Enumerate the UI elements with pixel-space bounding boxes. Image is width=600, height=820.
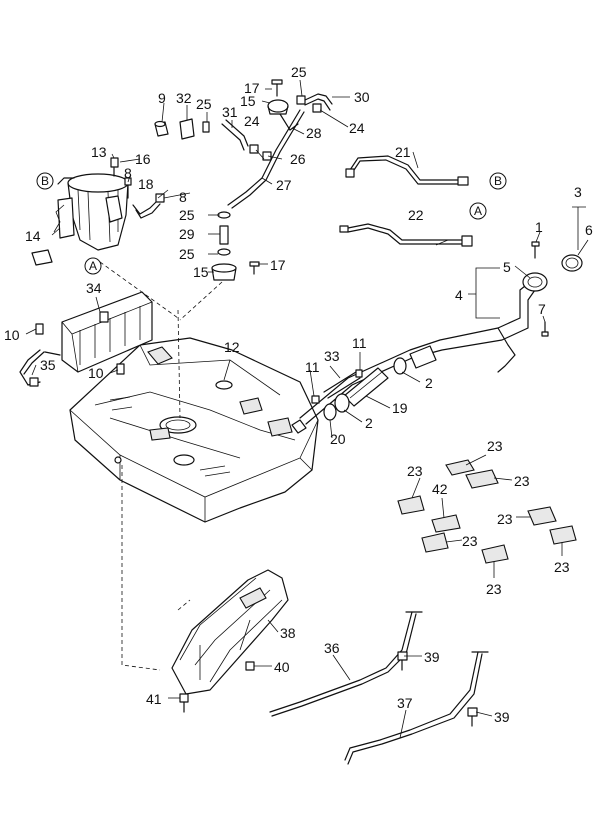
callout-3: 3 <box>574 184 582 200</box>
callout-42: 42 <box>432 481 448 497</box>
leader-lines <box>25 79 589 739</box>
reference-markers: B A B A <box>36 172 507 275</box>
callout-23: 23 <box>462 533 478 549</box>
ref-a-pump: A <box>84 257 102 275</box>
callout-10: 10 <box>88 365 104 381</box>
svg-text:B: B <box>41 174 49 188</box>
ref-a-hose: A <box>469 202 487 220</box>
tank-under-cover <box>171 569 289 713</box>
callout-24: 24 <box>349 120 365 136</box>
callout-12: 12 <box>224 339 240 355</box>
callout-15: 15 <box>193 264 209 280</box>
callout-2: 2 <box>365 415 373 431</box>
callout-26: 26 <box>290 151 306 167</box>
callout-25: 25 <box>291 64 307 80</box>
callout-19: 19 <box>392 400 408 416</box>
callout-2: 2 <box>425 375 433 391</box>
fuel-lines <box>339 155 473 247</box>
callout-23: 23 <box>407 463 423 479</box>
callout-22: 22 <box>408 207 424 223</box>
callout-11: 11 <box>352 335 367 351</box>
callout-18: 18 <box>138 176 154 192</box>
fuel-tank <box>69 337 319 523</box>
callout-31: 31 <box>222 104 238 120</box>
callout-23: 23 <box>514 473 530 489</box>
callout-21: 21 <box>395 144 411 160</box>
callout-28: 28 <box>306 125 322 141</box>
callout-17: 17 <box>244 80 260 96</box>
callout-4: 4 <box>455 287 463 303</box>
callout-32: 32 <box>176 90 192 106</box>
callout-20: 20 <box>330 431 346 447</box>
ref-b-pump: B <box>36 172 54 190</box>
callout-23: 23 <box>486 581 502 597</box>
callout-25: 25 <box>196 96 212 112</box>
callout-9: 9 <box>158 90 166 106</box>
callout-23: 23 <box>554 559 570 575</box>
callout-35: 35 <box>40 357 56 373</box>
callout-38: 38 <box>280 625 296 641</box>
charcoal-canister <box>19 291 153 387</box>
callout-1: 1 <box>535 219 543 235</box>
callout-23: 23 <box>497 511 513 527</box>
callout-labels: 1 2 2 3 4 5 6 7 8 8 9 10 10 11 11 12 13 … <box>4 64 593 725</box>
callout-41: 41 <box>146 691 162 707</box>
callout-27: 27 <box>276 177 292 193</box>
callout-34: 34 <box>86 280 102 296</box>
ref-b-hose: B <box>489 172 507 190</box>
callout-39: 39 <box>494 709 510 725</box>
callout-37: 37 <box>397 695 413 711</box>
callout-29: 29 <box>179 226 195 242</box>
callout-8: 8 <box>124 165 132 181</box>
svg-text:B: B <box>494 174 502 188</box>
filler-neck-assembly <box>299 241 583 425</box>
callout-6: 6 <box>585 222 593 238</box>
callout-36: 36 <box>324 640 340 656</box>
callout-15: 15 <box>240 93 256 109</box>
fuel-pump-assembly <box>31 157 165 266</box>
callout-5: 5 <box>503 259 511 275</box>
svg-text:A: A <box>89 259 97 273</box>
callout-14: 14 <box>25 228 41 244</box>
tank-straps <box>269 611 489 765</box>
svg-text:A: A <box>474 204 482 218</box>
callout-24: 24 <box>244 113 260 129</box>
callout-23: 23 <box>487 438 503 454</box>
callout-13: 13 <box>91 144 107 160</box>
callout-10: 10 <box>4 327 20 343</box>
callout-33: 33 <box>324 348 340 364</box>
callout-11: 11 <box>305 359 320 375</box>
callout-39: 39 <box>424 649 440 665</box>
callout-7: 7 <box>538 301 546 317</box>
callout-30: 30 <box>354 89 370 105</box>
callout-17: 17 <box>270 257 286 273</box>
callout-8: 8 <box>179 189 187 205</box>
callout-25: 25 <box>179 207 195 223</box>
callout-25: 25 <box>179 246 195 262</box>
protector-pads <box>397 459 577 564</box>
callout-40: 40 <box>274 659 290 675</box>
callout-16: 16 <box>135 151 151 167</box>
connection-lines <box>99 261 223 671</box>
